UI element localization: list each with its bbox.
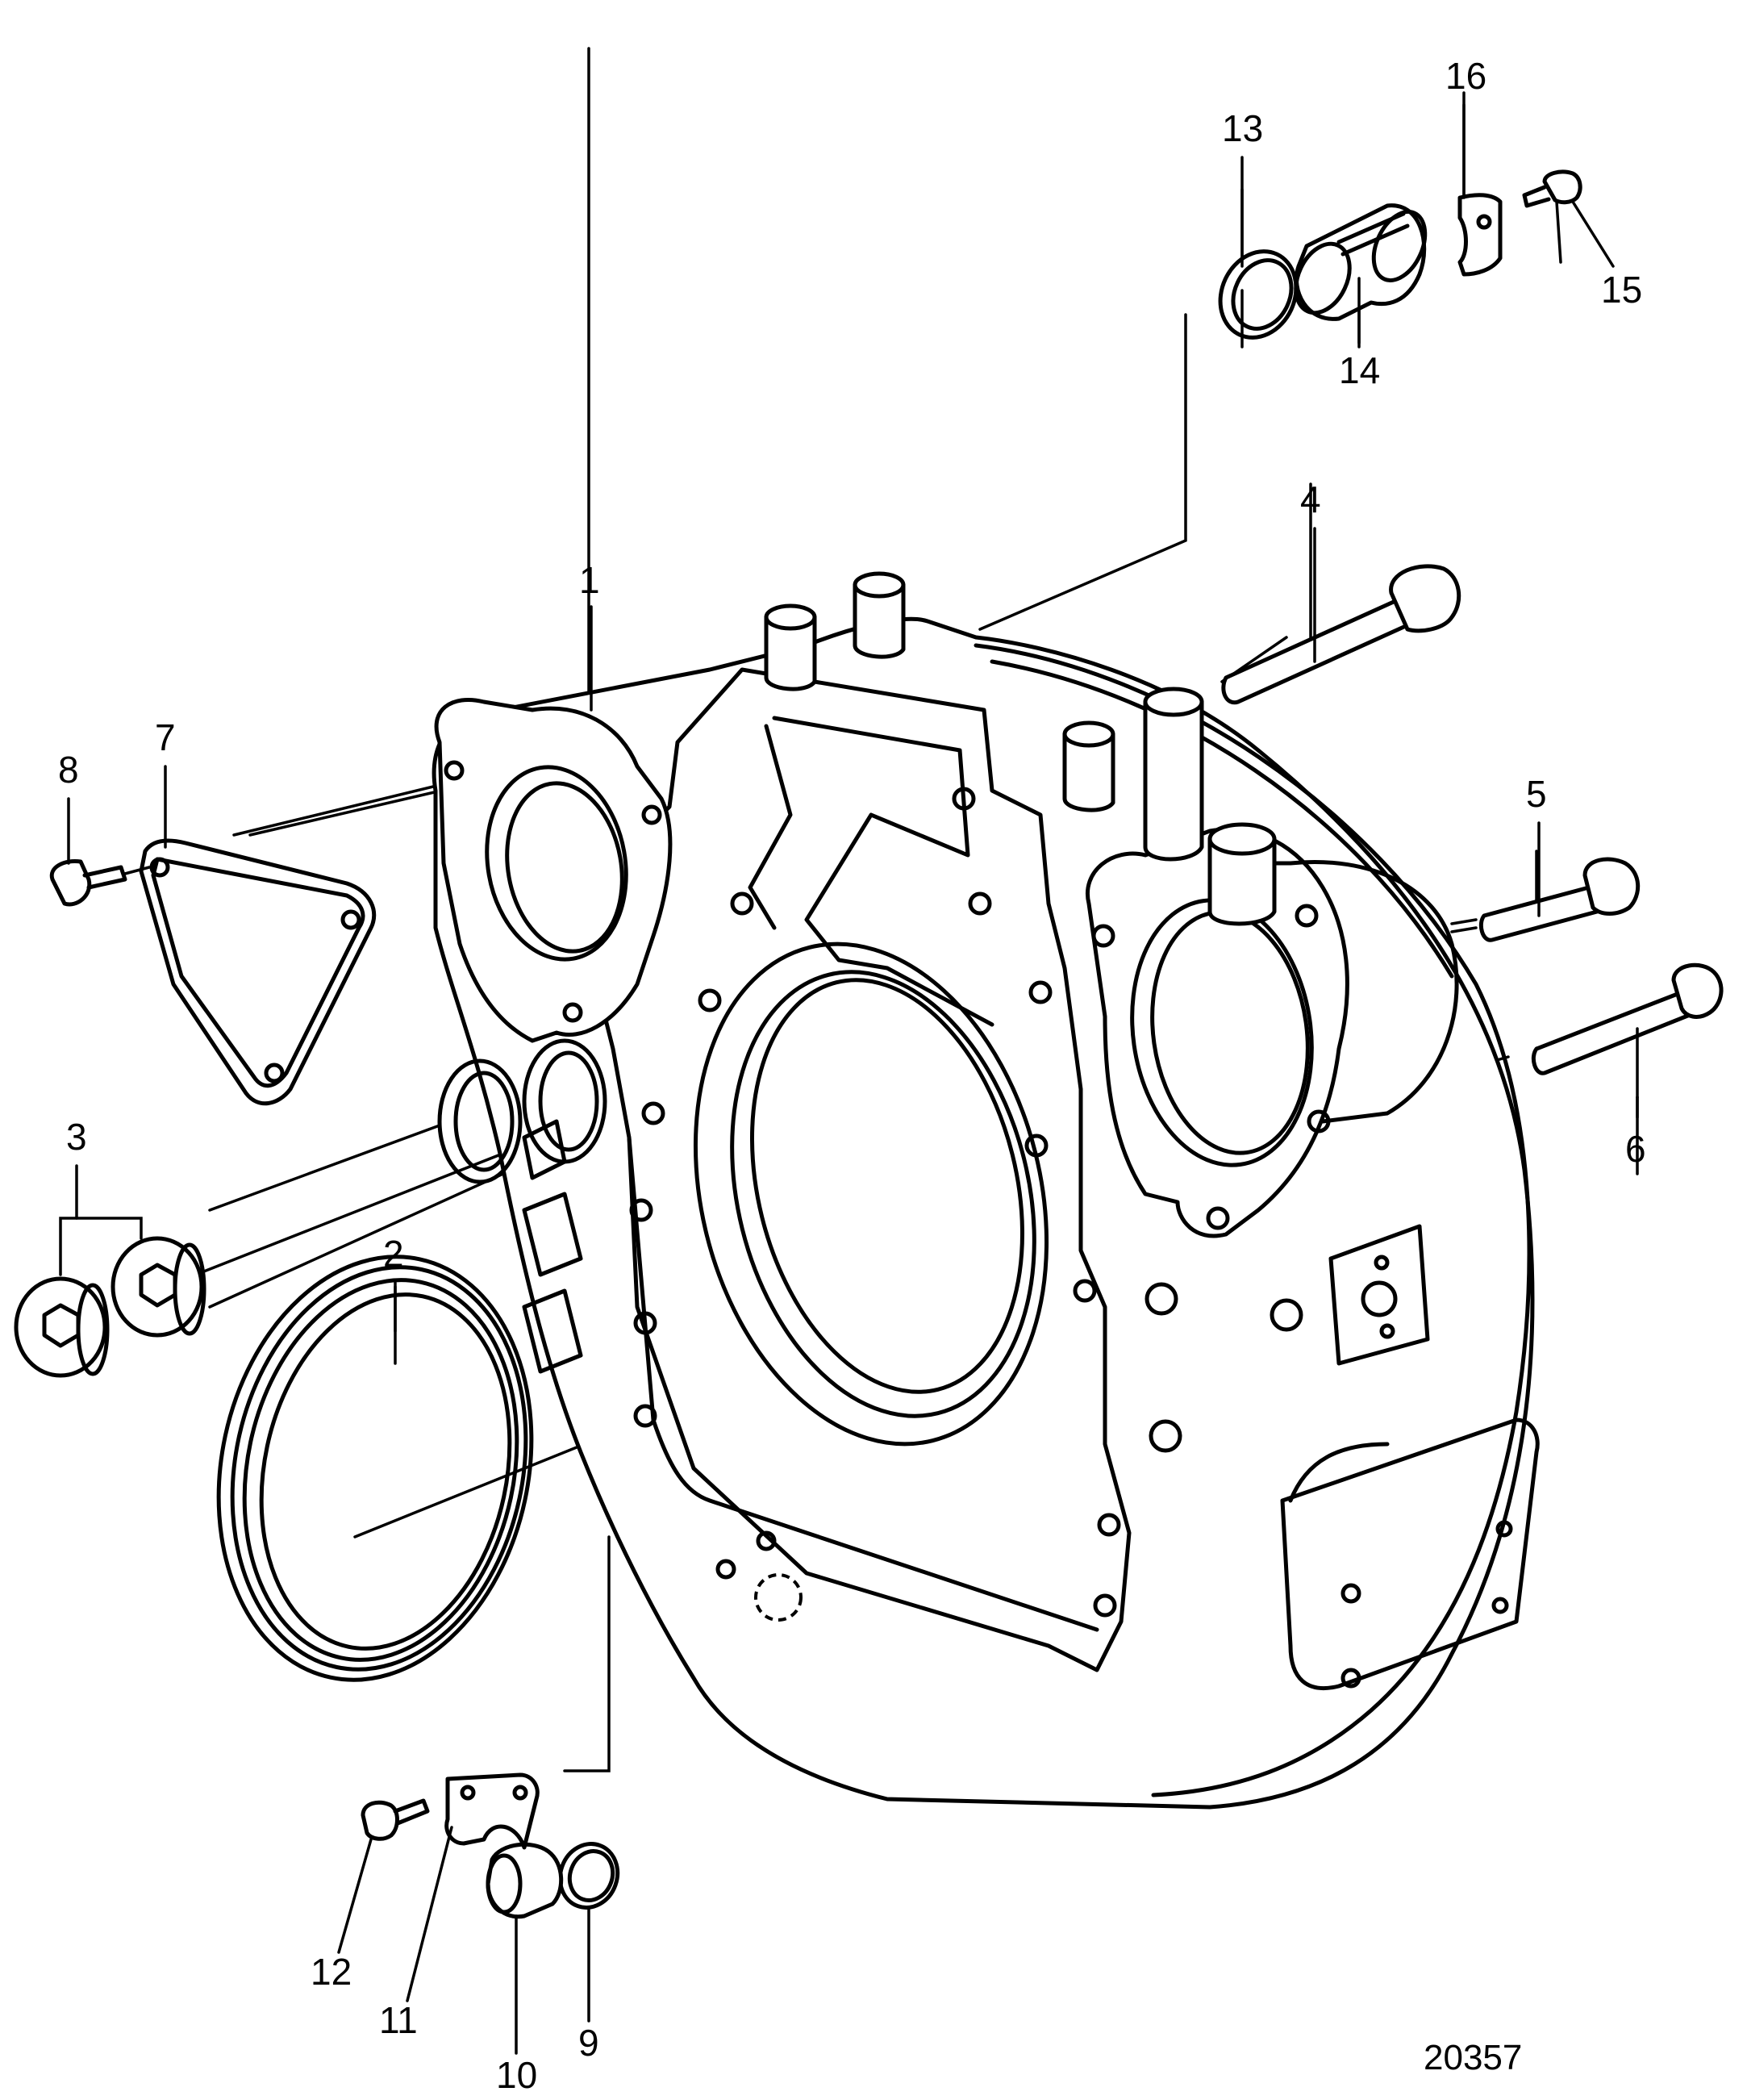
bolt-6 [1531,962,1724,1075]
crankshaft-seal [216,1255,534,1682]
callout-12: 12 [311,1951,352,1993]
o-ring-13 [1218,249,1299,340]
clamp-11 [444,1772,540,1850]
callout-14: 14 [1339,349,1380,391]
callout-15: 15 [1601,269,1642,311]
callout-11: 11 [379,1999,418,2041]
o-ring-9 [557,1842,620,1910]
screw-15 [1522,169,1582,208]
sleeve-14 [1294,203,1428,321]
top-bosses [764,571,1277,926]
callout-16: 16 [1445,55,1486,97]
housing-o-rings [437,1038,607,1184]
callout-13: 13 [1222,107,1263,149]
callout-2: 2 [383,1233,404,1275]
callout-5: 5 [1526,773,1547,815]
plug-pair [14,1164,206,1378]
drawing-number: 20357 [1424,2038,1522,2077]
screw-12 [361,1798,430,1841]
callout-1: 1 [579,559,600,601]
cover-screw [49,858,151,907]
plug-10 [486,1842,564,1919]
callout-10: 10 [496,2054,537,2096]
callout-4: 4 [1300,478,1321,520]
callout-9: 9 [578,2022,599,2064]
callout-6: 6 [1625,1128,1646,1170]
clamp-16 [1457,193,1503,277]
callout-numbers: 1 2 3 4 5 6 7 8 9 10 11 12 13 14 15 16 [58,55,1646,2096]
cover-plate [139,838,377,1106]
bolt-4 [1221,564,1461,705]
callout-3: 3 [66,1116,87,1158]
callout-leaders [67,103,1639,2055]
callout-7: 7 [155,716,176,758]
bolt-5 [1478,857,1641,942]
flywheel-housing [432,571,1540,1810]
callout-8: 8 [58,749,79,791]
flange-bolt-holes [629,787,1303,1618]
